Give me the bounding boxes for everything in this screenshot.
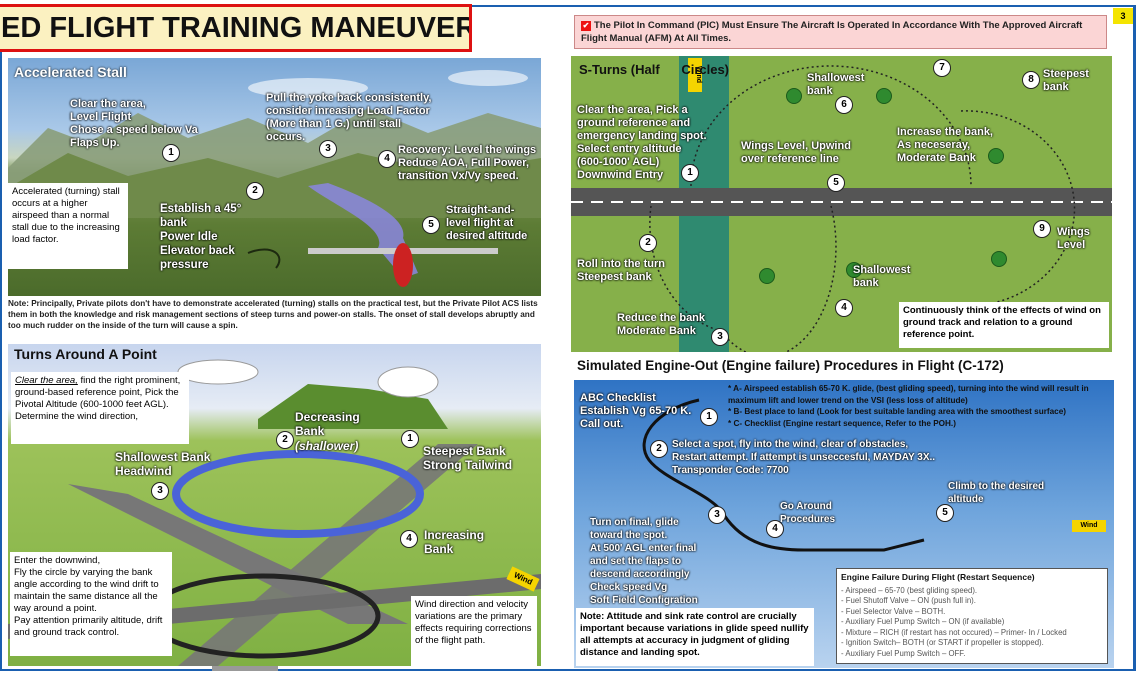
bottom-scrollbar[interactable] [212,666,278,671]
page-number-badge: 3 [1113,8,1133,24]
turns-intro-note: Clear the area, find the right prominent… [11,372,189,444]
stall-note: Note: Principally, Private pilots don't … [8,299,538,330]
turn-step-3-marker: 3 [151,482,169,500]
climb-text: Climb to the desired altitude [948,481,1045,505]
s-turns-shallowest-top: Shallowest bank [807,72,865,97]
sturn-step-1-marker: 1 [681,164,699,182]
abc-items: * A- Airspeed establish 65-70 K. glide, … [728,383,1110,429]
sequence-item: - Fuel Selector Valve – BOTH. [841,606,946,616]
wind-arrow-icon: Wind [1072,520,1106,532]
s-turns-reduce-text: Reduce the bank Moderate Bank [617,312,706,337]
s-turns-panel: Wind S-Turns (Half Circles) Clear the ar… [571,56,1112,352]
stall-step4-text: Recovery: Level the wings Reduce AOA, Fu… [398,144,537,182]
sturn-step-2-marker: 2 [639,234,657,252]
s-turns-wings-upwind: Wings Level, Upwind over reference line [741,140,851,165]
sturn-step-3-marker: 3 [711,328,729,346]
step-3-marker: 3 [319,140,337,158]
s-turns-shallowest-bottom: Shallowest bank [853,264,911,289]
tree-icon [759,268,775,284]
sturn-step-5-marker: 5 [827,174,845,192]
step-1-marker: 1 [162,144,180,162]
stall-side-note: Accelerated (turning) stall occurs at a … [8,183,128,269]
stall-title: Accelerated Stall [14,64,127,80]
abc-item-c: * C- Checklist (Engine restart sequence,… [728,418,956,428]
sequence-item: - Mixture – RICH (if restart has not occ… [841,627,1067,637]
accelerated-stall-panel: Accelerated Stall Clear the area, Level … [8,58,541,296]
stall-step1-text: Clear the area, Level Flight Chose a spe… [70,98,198,149]
restart-sequence-title: Engine Failure During Flight (Restart Se… [841,572,1035,582]
turn-step-1-marker: 1 [401,430,419,448]
engine-step-4-marker: 4 [766,520,784,538]
s-turns-increase-text: Increase the bank, As neceseray, Moderat… [897,126,993,164]
tree-icon [786,88,802,104]
shallower-text: (shallower) [295,439,359,453]
check-icon: ✔ [581,21,591,31]
turns-right-note: Wind direction and velocity variations a… [411,596,537,666]
engine-step-2-marker: 2 [650,440,668,458]
s-turns-note: Continuously think of the effects of win… [899,302,1109,348]
turns-around-point-panel: Turns Around A Point Clear the area, fin… [8,344,541,666]
sturn-step-8-marker: 8 [1022,71,1040,89]
engine-step2-text: Select a spot, fly into the wind, clear … [672,439,936,476]
engine-note: Note: Attitude and sink rate control are… [576,608,814,666]
restart-sequence-box: Engine Failure During Flight (Restart Se… [836,568,1108,664]
stall-step2-text: Establish a 45° bank Power Idle Elevator… [160,203,242,271]
stall-scenery [8,70,541,287]
turns-intro-text: find the right prominent, ground-based r… [15,375,181,422]
s-turns-wings-level: Wings Level [1057,226,1090,251]
decreasing-bank-text: Decreasing Bank [295,410,360,438]
step-5-marker: 5 [422,216,440,234]
pic-notice: ✔The Pilot In Command (PIC) Must Ensure … [574,15,1107,49]
abc-checklist-text: ABC Checklist Establish Vg 65-70 K. Call… [580,392,692,430]
sturn-step-6-marker: 6 [835,96,853,114]
engine-out-title: Simulated Engine-Out (Engine failure) Pr… [577,358,1004,373]
s-turns-entry-text: Clear the area, Pick a ground reference … [577,104,707,181]
page-border [0,5,1136,671]
abc-item-a: * A- Airspeed establish 65-70 K. glide, … [728,384,1089,405]
engine-step-5-marker: 5 [936,504,954,522]
shallowest-bank-text: Shallowest Bank Headwind [115,450,211,478]
go-around-text: Go Around Procedures [780,501,836,525]
steepest-bank-text: Steepest Bank Strong Tailwind [423,444,513,472]
tree-icon [876,88,892,104]
page-title: ED FLIGHT TRAINING MANEUVERS [0,4,472,52]
s-turns-roll-text: Roll into the turn Steepest bank [577,258,665,283]
tree-icon [846,262,862,278]
turns-title: Turns Around A Point [14,346,157,362]
step-2-marker: 2 [246,182,264,200]
sturn-step-9-marker: 9 [1033,220,1051,238]
sequence-item: - Airspeed – 65-70 (best gliding speed). [841,585,978,595]
clear-area-emphasis: Clear the area, [15,375,78,386]
increasing-bank-text: Increasing Bank [424,528,485,556]
turn-step-2-marker: 2 [276,431,294,449]
sturn-step-4-marker: 4 [835,299,853,317]
tree-icon [991,251,1007,267]
stall-step3-text: Pull the yoke back consistently, conside… [266,92,432,143]
engine-turn-final-text: Turn on final, glide toward the spot. At… [590,517,698,606]
engine-step-3-marker: 3 [708,506,726,524]
sequence-item: - Auxiliary Fuel Pump Switch – ON (if av… [841,617,1005,626]
sequence-item: - Auxiliary Fuel Pump Switch – OFF. [841,648,966,658]
s-turns-steepest-text: Steepest bank [1043,68,1089,93]
wind-arrow-icon: Wind [688,58,702,92]
turns-left-note: Enter the downwind, Fly the circle by va… [10,552,172,656]
airplane-icon [308,243,498,287]
turn-step-4-marker: 4 [400,530,418,548]
tree-icon [988,148,1004,164]
sequence-item: - Ignition Switch– BOTH (or START if pro… [841,638,1044,647]
engine-step-1-marker: 1 [700,408,718,426]
s-turns-scenery [571,56,1112,352]
engine-out-panel: ABC Checklist Establish Vg 65-70 K. Call… [574,380,1114,668]
step-4-marker: 4 [378,150,396,168]
sturn-step-7-marker: 7 [933,59,951,77]
glide-path [642,398,925,552]
stall-step5-text: Straight-and- level flight at desired al… [446,204,528,242]
abc-item-b: * B- Best place to land (Look for best s… [728,407,1067,416]
sequence-item: - Fuel Shutoff Valve – ON (push full in)… [841,596,976,605]
s-turns-title: S-Turns (Half Circles) [579,62,730,77]
